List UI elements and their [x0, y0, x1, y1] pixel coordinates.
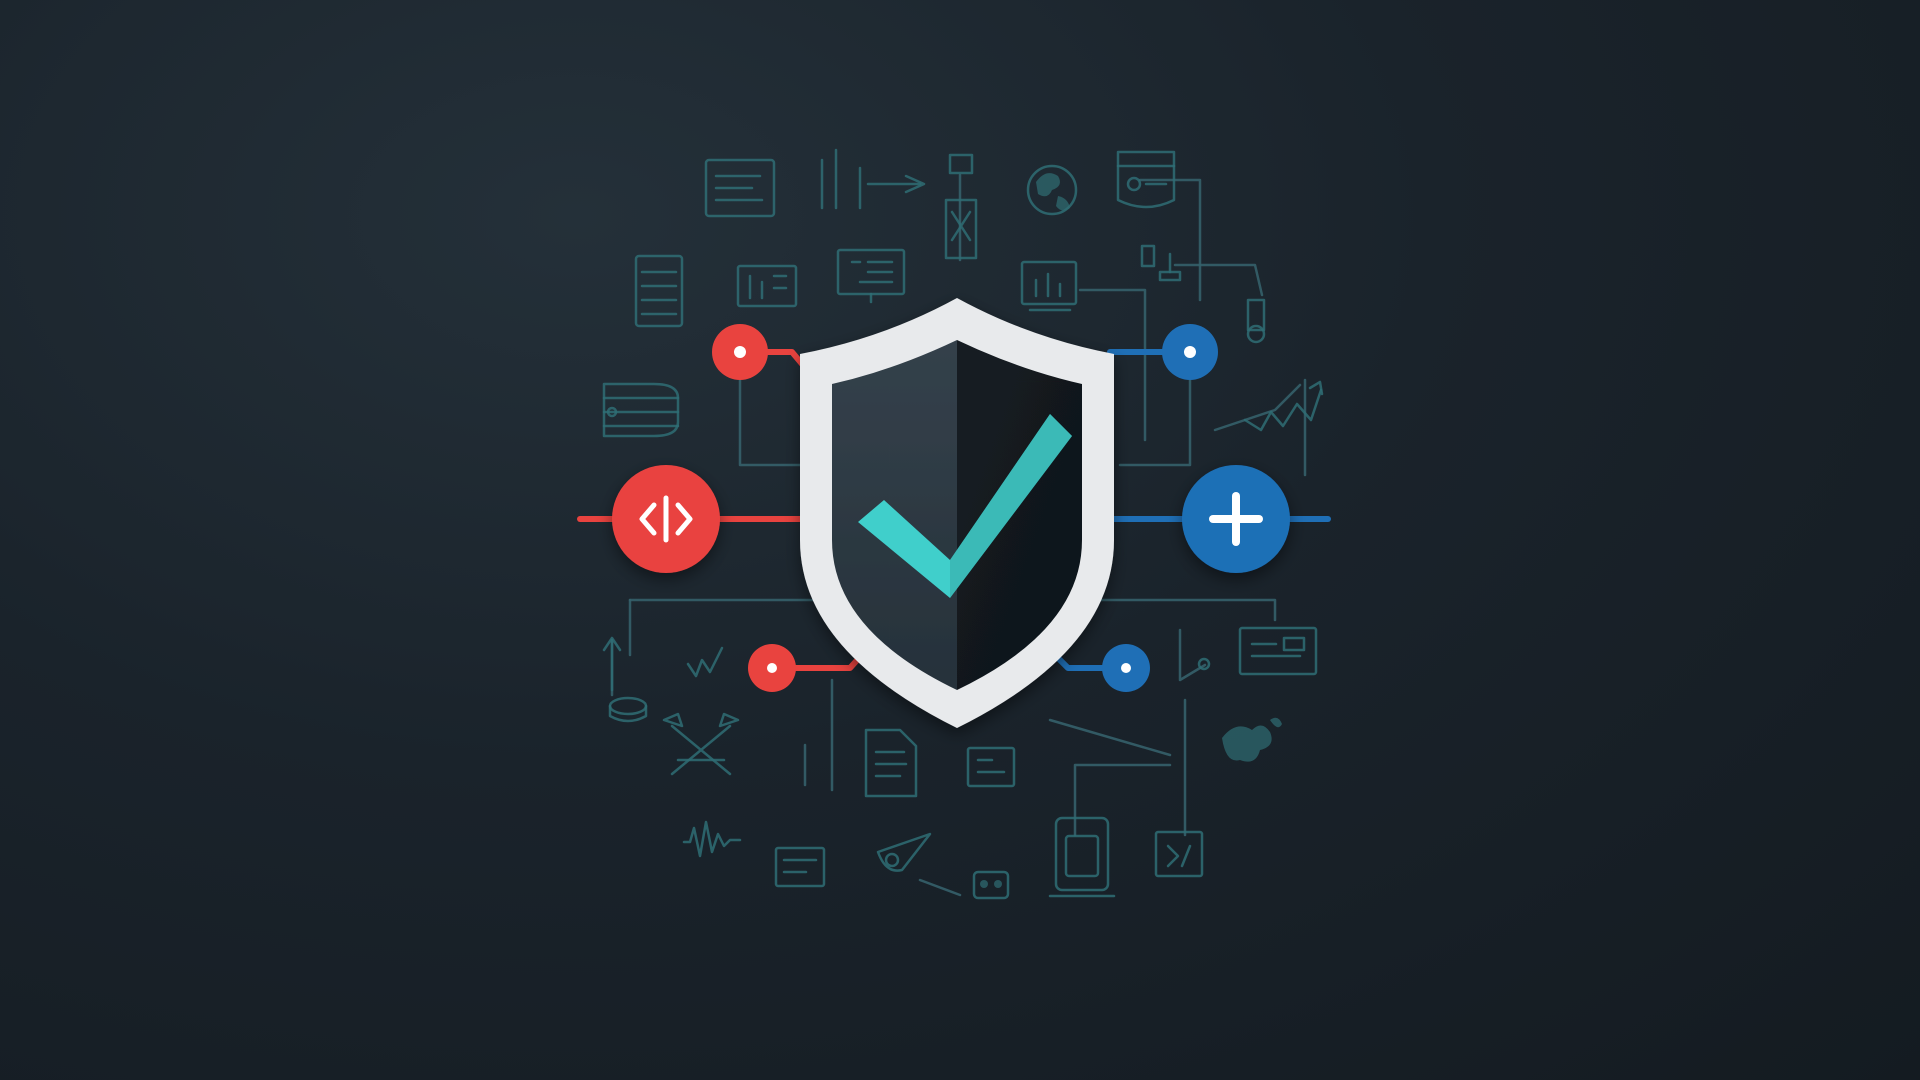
globe-icon — [1026, 164, 1078, 216]
shield-check-icon — [800, 298, 1114, 728]
terminal-icon — [1154, 830, 1204, 878]
storage-stack-icon — [602, 382, 680, 438]
bar-chart-icon — [820, 148, 862, 210]
dashboard-icon — [736, 264, 798, 308]
storage-stack-icon — [602, 636, 648, 723]
document-icon — [704, 158, 776, 218]
blue-node-top — [1162, 324, 1218, 380]
plus-icon — [1182, 465, 1290, 573]
red-node-top — [712, 324, 768, 380]
code-brackets-icon — [612, 465, 720, 573]
pen-icon — [686, 646, 724, 678]
blue-node-bottom — [1102, 644, 1150, 692]
trend-chart-icon — [1243, 380, 1324, 432]
terminal-icon — [966, 746, 1016, 788]
server-rack-icon — [634, 254, 684, 328]
file-text-icon — [864, 728, 918, 798]
satellite-icon — [944, 153, 978, 260]
waveform-icon — [682, 820, 742, 858]
robot-icon — [972, 870, 1010, 900]
tools-icon — [662, 712, 740, 776]
plug-icon — [1140, 244, 1266, 344]
pen-icon — [876, 832, 932, 872]
tablet-icon — [1048, 816, 1116, 898]
red-node-bottom — [748, 644, 796, 692]
chart-monitor-icon — [1020, 260, 1078, 312]
map-icon — [1222, 717, 1282, 762]
code-window-icon — [1197, 626, 1318, 676]
background-icons — [602, 148, 1324, 900]
dashboard-icon — [774, 846, 826, 888]
database-card-icon — [1116, 150, 1176, 209]
monitor-icon — [836, 248, 906, 304]
arrow-icon — [866, 174, 926, 194]
